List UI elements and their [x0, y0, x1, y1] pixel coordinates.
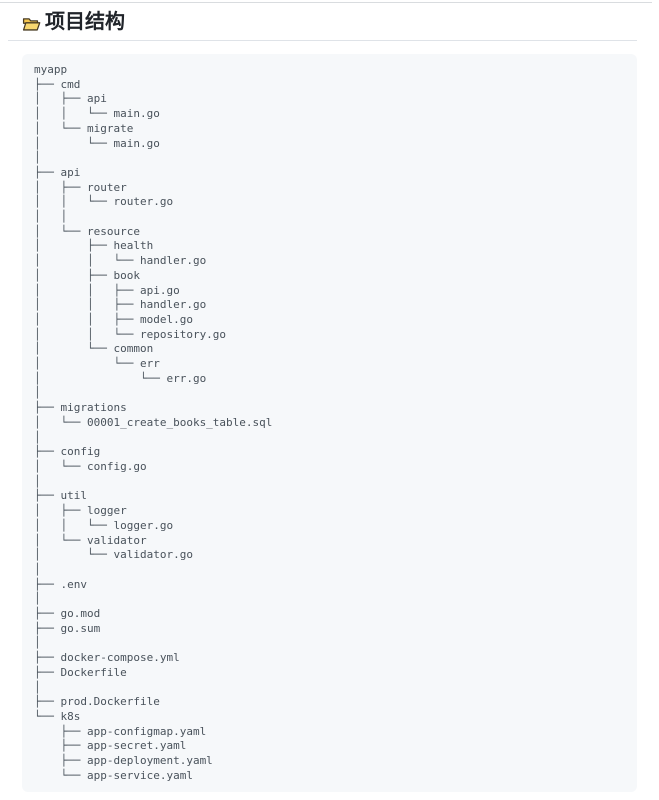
markdown-body: 项目结构 myapp ├── cmd │ ├── api │ │ └── mai… [0, 10, 659, 792]
top-divider [0, 2, 652, 3]
file-tree-code-block: myapp ├── cmd │ ├── api │ │ └── main.go … [22, 54, 637, 792]
page-title: 项目结构 [8, 10, 637, 41]
open-folder-icon [22, 14, 41, 31]
file-tree: myapp ├── cmd │ ├── api │ │ └── main.go … [34, 63, 273, 782]
page-title-text: 项目结构 [45, 11, 125, 33]
